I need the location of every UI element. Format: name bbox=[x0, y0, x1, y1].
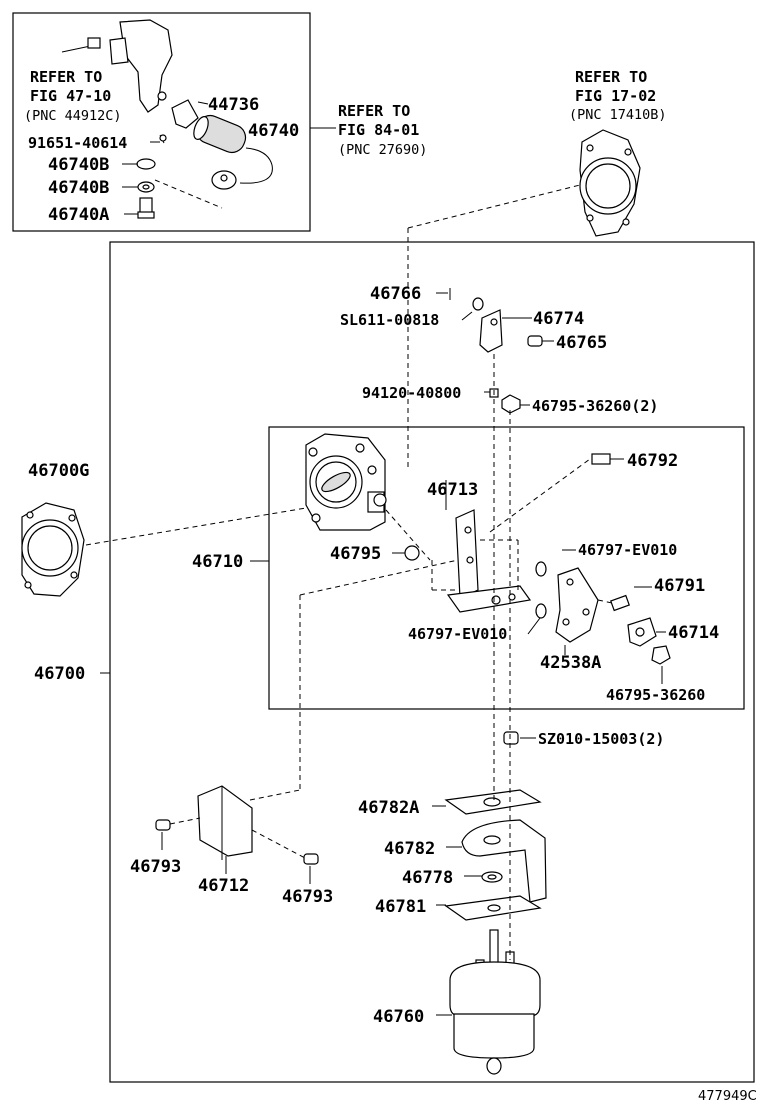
subassembly-frame bbox=[268, 426, 745, 710]
ref-fig84-line1: REFER TO bbox=[338, 102, 410, 120]
label-46740a: 46740A bbox=[48, 205, 109, 225]
ref-fig84-line2: FIG 84-01 bbox=[338, 121, 419, 139]
label-sl611-00818: SL611-00818 bbox=[340, 311, 439, 329]
label-sz010-15003-2: SZ010-15003(2) bbox=[538, 730, 664, 748]
label-46774: 46774 bbox=[533, 309, 584, 329]
ref-fig84: REFER TO FIG 84-01 (PNC 27690) bbox=[338, 102, 427, 158]
label-46795-36260: 46795-36260 bbox=[606, 686, 705, 704]
label-46713: 46713 bbox=[427, 480, 478, 500]
label-46712: 46712 bbox=[198, 876, 249, 896]
label-46791: 46791 bbox=[654, 576, 705, 596]
label-46778: 46778 bbox=[402, 868, 453, 888]
label-46795-36260-2: 46795-36260(2) bbox=[532, 397, 658, 415]
cover-46712 bbox=[155, 785, 319, 865]
label-46740b-2: 46740B bbox=[48, 178, 109, 198]
label-46766: 46766 bbox=[370, 284, 421, 304]
label-46760: 46760 bbox=[373, 1007, 424, 1027]
actuator-46760 bbox=[449, 929, 541, 1075]
bracket-46713 bbox=[431, 509, 532, 613]
label-46795: 46795 bbox=[330, 544, 381, 564]
top-linkage bbox=[449, 288, 543, 414]
ref-fig47: REFER TO FIG 47-10 (PNC 44912C) bbox=[24, 68, 122, 124]
plate-42538a bbox=[535, 561, 599, 643]
label-46793-b: 46793 bbox=[282, 887, 333, 907]
ref-fig47-line3: (PNC 44912C) bbox=[24, 108, 122, 124]
label-46740: 46740 bbox=[248, 121, 299, 141]
assembly-frame bbox=[109, 241, 755, 1083]
label-42538a: 42538A bbox=[540, 653, 601, 673]
ref-fig47-line2: FIG 47-10 bbox=[30, 87, 111, 105]
label-91651-40614: 91651-40614 bbox=[28, 134, 127, 152]
label-46714: 46714 bbox=[668, 623, 719, 643]
label-46765: 46765 bbox=[556, 333, 607, 353]
leader-lines bbox=[85, 101, 666, 1016]
label-46700: 46700 bbox=[34, 664, 85, 684]
ref-fig17: REFER TO FIG 17-02 (PNC 17410B) bbox=[569, 68, 667, 123]
ref-fig17-line2: FIG 17-02 bbox=[575, 87, 656, 105]
ref-fig47-line1: REFER TO bbox=[30, 68, 102, 86]
label-46782: 46782 bbox=[384, 839, 435, 859]
label-46797-ev010-b: 46797-EV010 bbox=[408, 625, 507, 643]
throttle-body-46710 bbox=[305, 433, 387, 531]
inset-frame bbox=[12, 12, 311, 232]
label-46793-a: 46793 bbox=[130, 857, 181, 877]
label-46781: 46781 bbox=[375, 897, 426, 917]
lower-mount-stack bbox=[444, 731, 547, 921]
label-46797-ev010-a: 46797-EV010 bbox=[578, 541, 677, 559]
gasket-fig17 bbox=[579, 129, 641, 237]
label-46792: 46792 bbox=[627, 451, 678, 471]
label-94120-40800: 94120-40800 bbox=[362, 384, 461, 402]
inset-actuator-drawing bbox=[61, 19, 273, 219]
gasket-46700g bbox=[21, 502, 85, 597]
ref-fig84-line3: (PNC 27690) bbox=[338, 142, 427, 158]
label-46782a: 46782A bbox=[358, 798, 419, 818]
ref-fig17-line3: (PNC 17410B) bbox=[569, 107, 667, 123]
label-46710: 46710 bbox=[192, 552, 243, 572]
ref-fig17-line1: REFER TO bbox=[575, 68, 647, 86]
label-46700g: 46700G bbox=[28, 461, 89, 481]
label-46740b-1: 46740B bbox=[48, 155, 109, 175]
label-44736: 44736 bbox=[208, 95, 259, 115]
figure-id: 477949C bbox=[698, 1089, 757, 1104]
lever-46714 bbox=[404, 453, 671, 665]
